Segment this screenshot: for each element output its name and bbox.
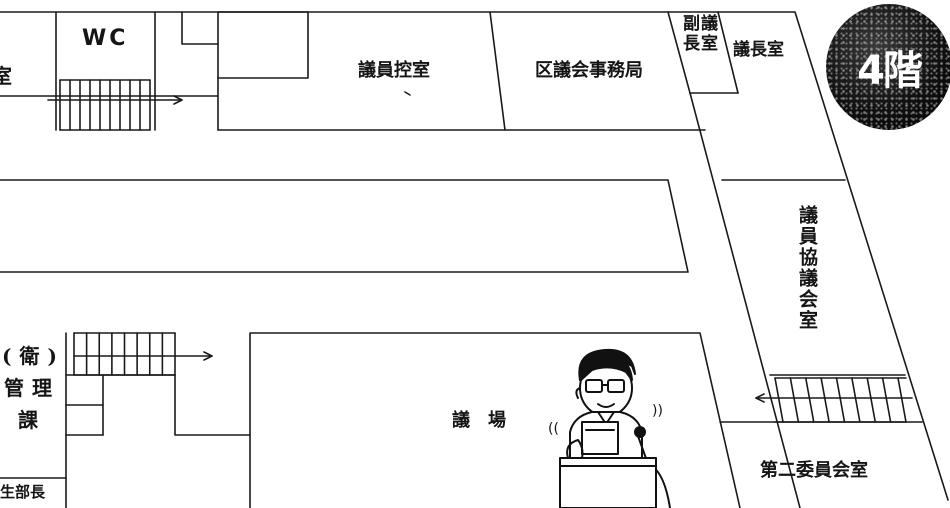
stair-tread: [835, 377, 846, 423]
shaft-outline: [217, 11, 309, 79]
room-left-cut: 室: [0, 64, 12, 88]
room-secretariat: 区議会事務局: [535, 60, 643, 81]
stair-box-outline: [181, 11, 219, 45]
stairs-bottom: [73, 332, 213, 376]
stairs-top: [47, 79, 183, 131]
stair-tread: [851, 377, 861, 423]
stairs-right: [755, 377, 913, 423]
wall-secretariat-right: [667, 11, 691, 94]
wall-members-room-right: [489, 11, 506, 131]
stair-tread: [789, 377, 800, 423]
room-wc: WC: [82, 26, 129, 51]
wall-vice-chair-right: [717, 11, 739, 94]
door-mark: [404, 91, 411, 96]
floor-badge: 4階: [826, 4, 950, 130]
speech-marks-left: ((: [548, 421, 559, 437]
speech-marks-right: )): [652, 403, 663, 419]
stair-tread: [897, 377, 907, 423]
stair-tread: [774, 377, 784, 423]
floor-badge-text: 4階: [857, 48, 923, 94]
room-members-waiting: 議員控室: [358, 60, 430, 81]
room-committee-2: 第二委員会室: [760, 460, 868, 481]
stair-arrow-head: [173, 95, 183, 105]
stair-tread: [820, 377, 830, 423]
room-vice-chair: 副議長室: [683, 14, 719, 54]
room-chair: 議長室: [733, 40, 784, 60]
room-sanitation-division: (衛)管理課: [2, 344, 65, 432]
stair-arrow-head: [203, 351, 213, 361]
assembly-hall-wall: [249, 332, 741, 508]
room-health-director: 生部長: [0, 483, 46, 501]
stair-tread: [866, 377, 877, 423]
speaker-illustration: [559, 348, 671, 508]
stair-tread: [881, 377, 892, 423]
stair-arrow-head: [755, 393, 765, 403]
stair-tread: [804, 377, 815, 423]
right-corridor-wall: [689, 92, 801, 508]
room-assembly-hall: 議 場: [452, 410, 506, 431]
room-council-meeting: 議員協議会室: [796, 205, 818, 331]
central-block: [0, 179, 689, 273]
